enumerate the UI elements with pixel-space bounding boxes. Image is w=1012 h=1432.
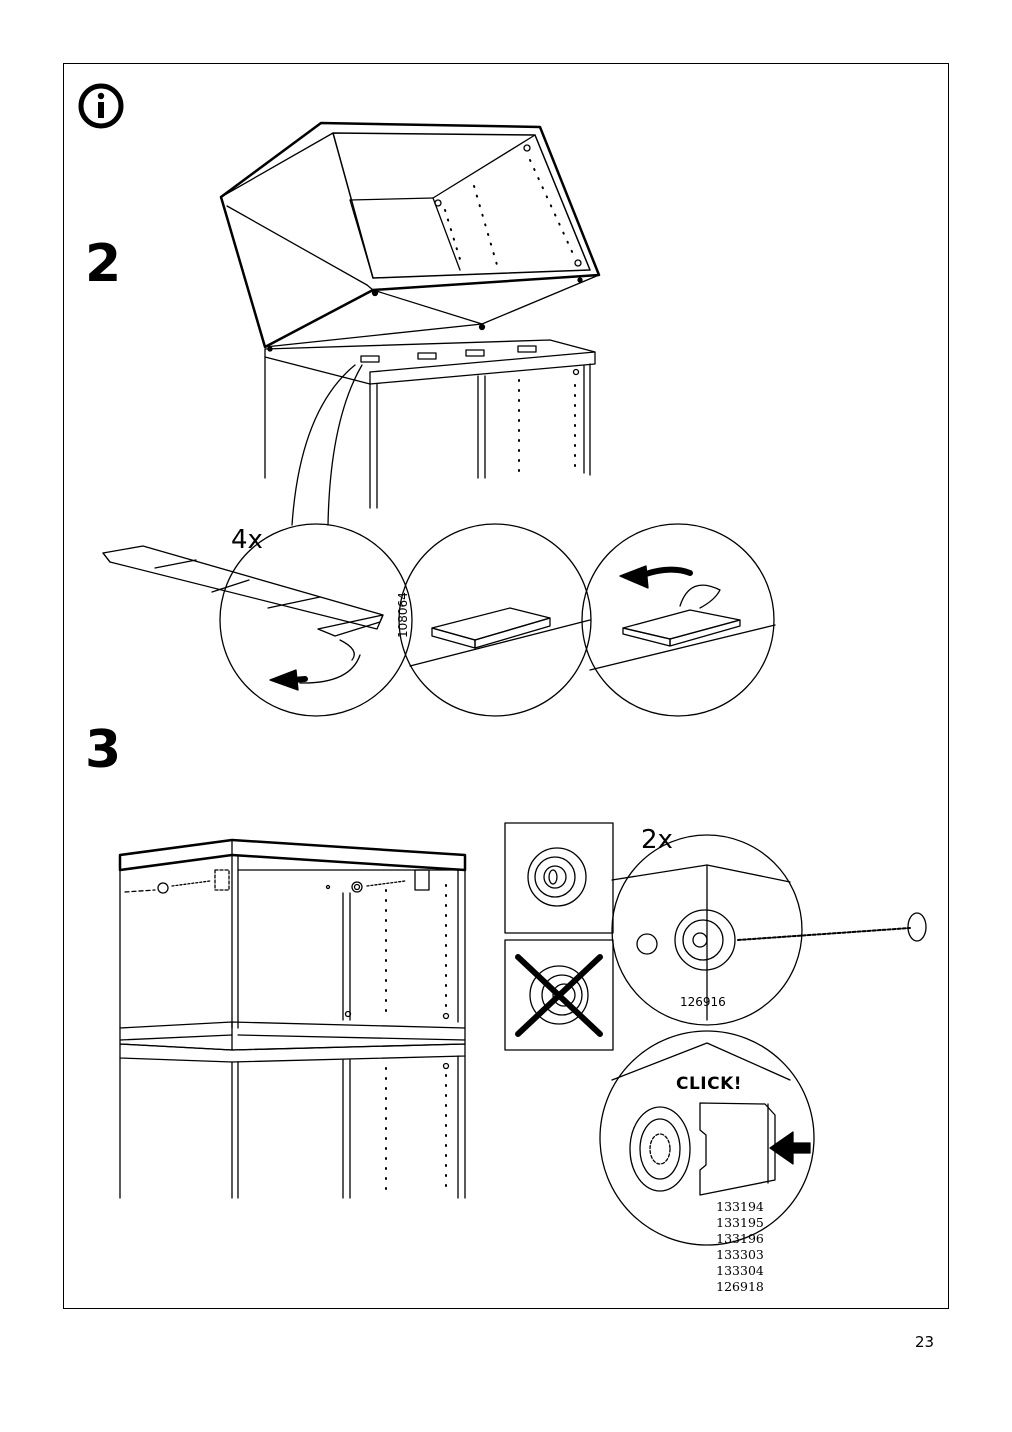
- pad-peel-cover: [589, 584, 776, 671]
- detail-circle-pad-placed: [398, 523, 592, 717]
- screw-assembly-detail: [611, 864, 927, 1021]
- step-2-number: 2: [85, 234, 122, 294]
- step2-part-code: 108064: [396, 592, 410, 638]
- instruction-frame: [63, 63, 949, 1309]
- step3-cabinet-drawing: [118, 838, 467, 1199]
- detail-circle-peel-pad: [219, 523, 413, 717]
- pad-on-panel: [409, 607, 591, 667]
- page-number: 23: [915, 1333, 935, 1351]
- step-3-number: 3: [85, 720, 122, 780]
- lower-cabinet-drawing: [264, 339, 596, 526]
- click-label: CLICK!: [676, 1074, 743, 1094]
- adhesive-pad-strip: [102, 545, 384, 661]
- info-circle-icon: [78, 83, 124, 129]
- cap-code: 133304: [716, 1263, 764, 1278]
- incorrect-washer-box: [504, 939, 614, 1051]
- detail-circle-peel-cover: [581, 523, 775, 717]
- tilted-cabinet-drawing: [219, 121, 601, 352]
- cap-detail: [611, 1042, 811, 1196]
- cap-code: 133194: [716, 1199, 764, 1214]
- correct-washer-box: [504, 822, 614, 934]
- cap-code: 133195: [716, 1215, 764, 1230]
- cap-code: 133303: [716, 1247, 764, 1262]
- detail-circle-cap: [599, 1030, 815, 1246]
- cap-code: 133196: [716, 1231, 764, 1246]
- cap-code-list: 133194 133195 133196 133303 133304 12691…: [705, 1199, 775, 1295]
- step3-part-code: 126916: [680, 995, 726, 1009]
- step2-quantity: 4x: [231, 525, 263, 555]
- cap-code: 126918: [716, 1279, 764, 1294]
- detail-circle-screw: [611, 834, 803, 1026]
- step3-quantity: 2x: [641, 825, 673, 855]
